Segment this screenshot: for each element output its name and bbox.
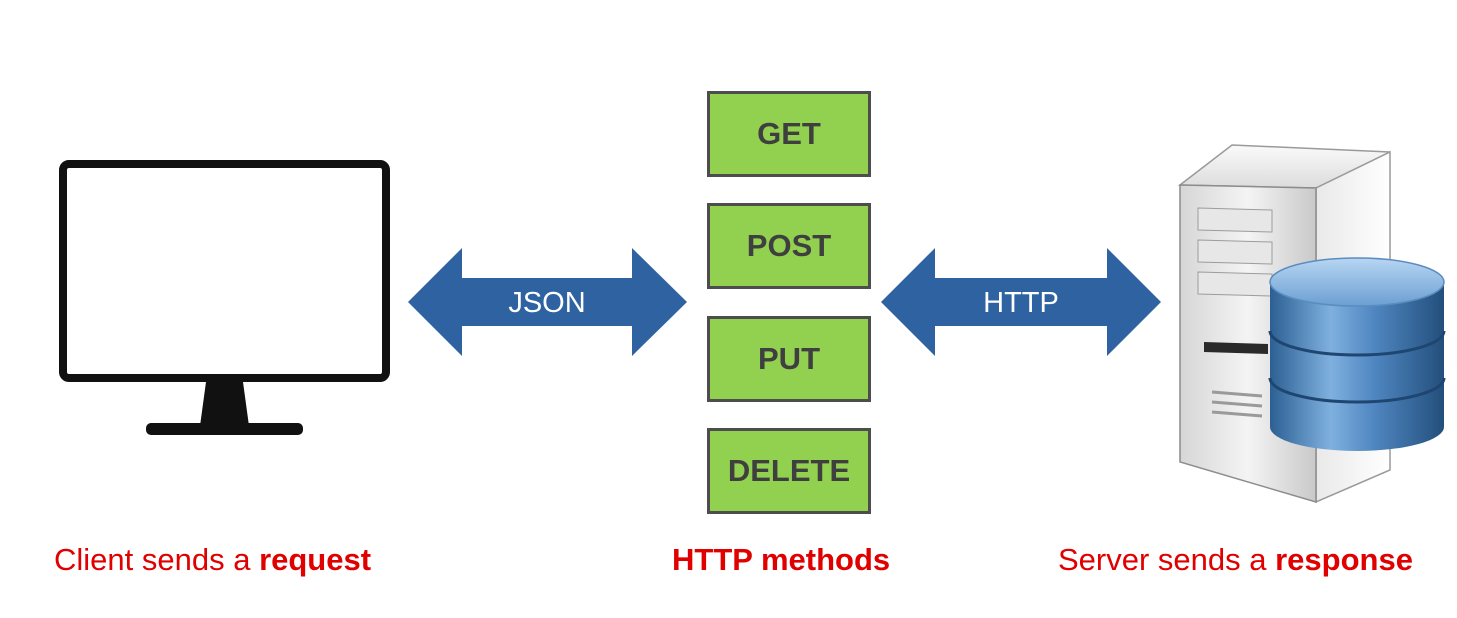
client-caption: Client sends a request [54,538,371,582]
methods-caption-bold: HTTP methods [672,542,891,577]
monitor-base [146,423,303,435]
method-delete-box: DELETE [707,428,871,514]
methods-caption: HTTP methods [672,538,890,582]
db-ring-1 [1268,330,1446,357]
server-caption-text: Server sends a [1058,542,1276,577]
server-caption: Server sends a response [1058,538,1413,582]
json-label: JSON [508,287,586,319]
db-bottom [1270,403,1444,451]
drive-bay-1 [1197,207,1273,233]
drive-slot [1204,342,1268,354]
client-caption-bold: request [259,542,372,577]
method-post-box: POST [707,203,871,289]
http-double-arrow [881,248,1161,356]
server-caption-bold: response [1275,542,1413,577]
monitor-screen [59,160,390,382]
monitor-neck [200,382,249,426]
method-get-box: GET [707,91,871,177]
tower-vents [1211,390,1263,418]
db-ring-2 [1268,377,1446,404]
json-double-arrow [408,248,687,356]
http-label: HTTP [983,287,1059,319]
drive-bay-3 [1197,271,1273,297]
drive-bay-2 [1197,239,1273,265]
database-icon [1268,257,1446,451]
method-put-box: PUT [707,316,871,402]
client-caption-text: Client sends a [54,542,260,577]
db-top [1269,257,1445,307]
monitor-icon [59,160,390,435]
